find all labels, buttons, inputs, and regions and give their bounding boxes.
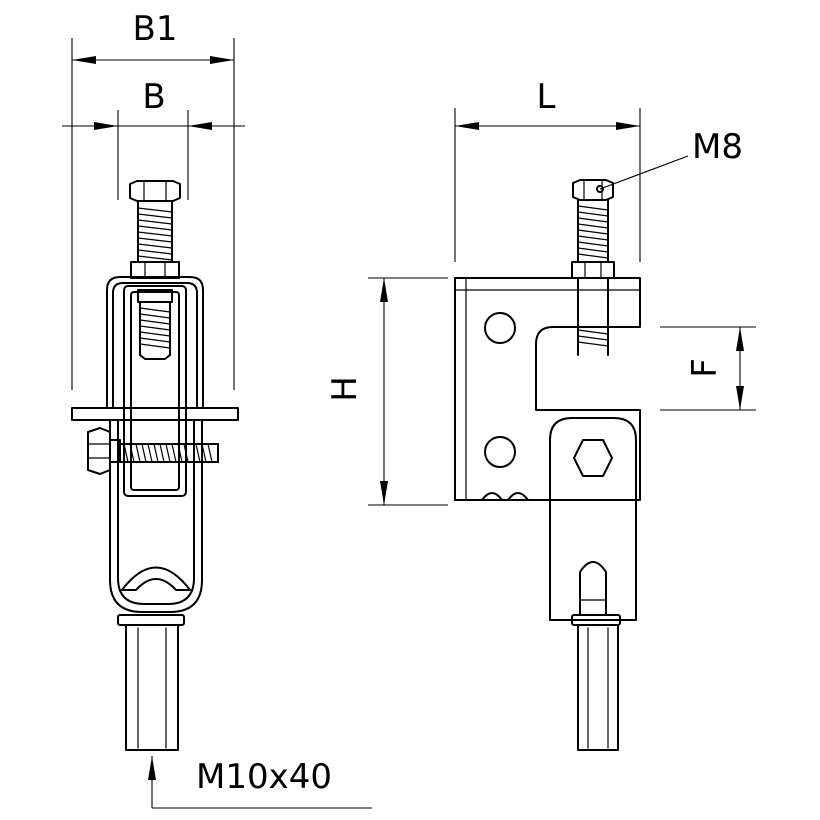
saddle [121,566,191,591]
clamp-slider [123,285,187,497]
flange-plate-front [71,407,239,421]
mounting-hole-upper [484,312,516,344]
threaded-rod-side [577,624,619,751]
rod-washer-front [117,614,185,626]
label-h: H [325,376,365,402]
hex-nut-side [573,439,613,477]
label-m8: M8 [692,127,743,167]
dimension-f [660,326,756,411]
threaded-rod-front [125,624,179,751]
label-b1: B1 [133,9,178,49]
dimension-b1 [71,38,235,390]
bolt-thread-front [137,200,173,263]
leader-m8 [599,155,689,190]
label-f: F [685,358,725,378]
lower-loop [109,419,203,613]
label-b: B [142,77,165,117]
c-clamp-body [454,277,641,501]
dimension-l [454,108,641,262]
bolt-head-front [129,180,181,202]
bolt-end-front [137,289,173,303]
side-view [454,179,641,751]
dimension-m10x40 [148,756,372,809]
clamp-body-outer [106,276,204,409]
label-l: L [537,77,556,117]
mounting-hole-lower [484,436,516,468]
side-bolt-head [87,427,111,475]
adjust-slot [579,561,607,616]
nut-front [130,261,180,279]
bolt-thread-side [577,199,609,263]
label-m10x40: M10x40 [196,757,332,797]
nut-side [571,261,615,279]
hanger-plate [549,417,637,621]
dimension-h [368,277,448,506]
bolt-head-side [572,179,614,201]
side-bolt-thread [119,443,219,463]
front-view [71,180,239,751]
dimension-b [62,110,245,200]
